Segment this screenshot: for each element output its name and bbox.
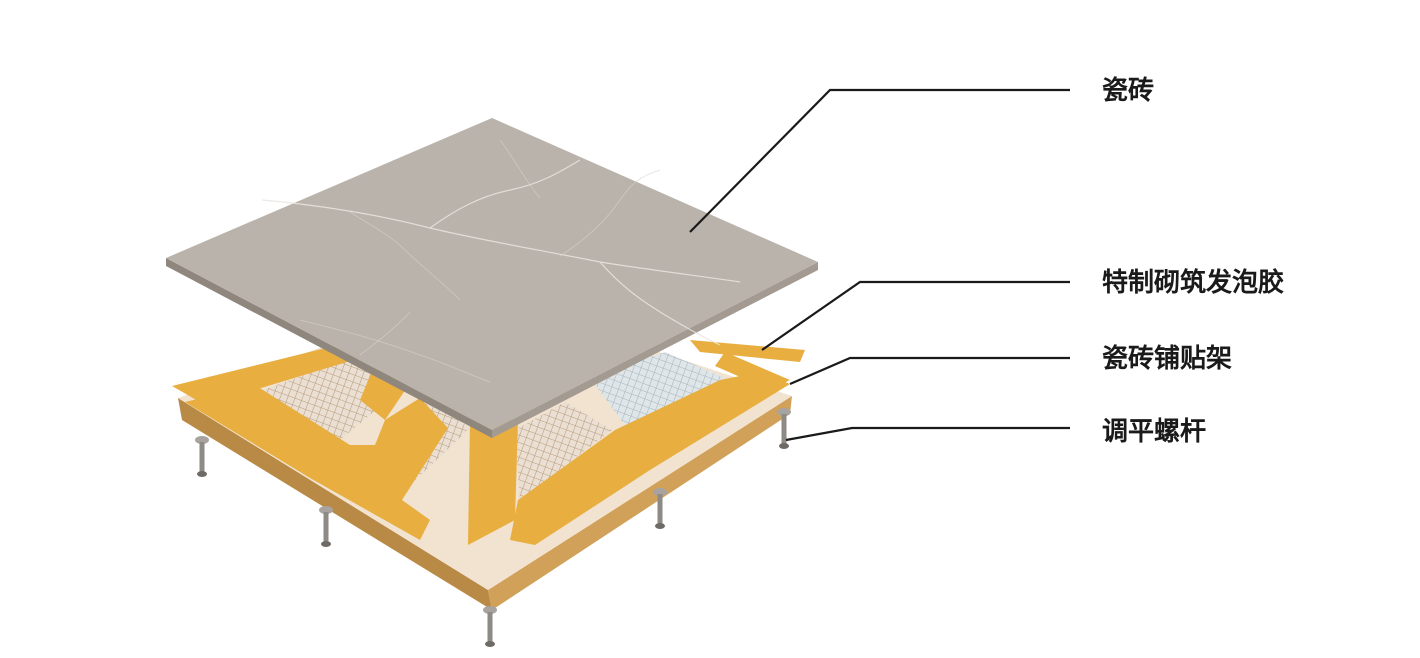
foam-strip-top-right <box>690 340 805 362</box>
tile-vein <box>559 169 661 257</box>
tile-edge-left <box>166 258 492 438</box>
foam-adhesive <box>172 340 805 545</box>
leader-line-bolt <box>785 426 1070 442</box>
tile-vein <box>359 311 411 356</box>
leveling-bolt <box>653 488 667 529</box>
leveling-bolt <box>777 408 791 449</box>
foam-strip-left <box>172 340 380 405</box>
tile-edge-right <box>492 262 818 438</box>
frame-edge-left <box>178 398 492 610</box>
label-frame: 瓷砖铺贴架 <box>1102 344 1232 374</box>
tile-vein <box>599 261 721 346</box>
foam-strip-right <box>715 352 790 390</box>
grid-panel-right <box>590 352 725 432</box>
foam-strip-front-left <box>185 385 448 540</box>
leader-line-tile <box>689 88 1070 233</box>
leveling-bolts <box>195 408 791 647</box>
tile-vein <box>429 159 581 229</box>
label-foam: 特制砌筑发泡胶 <box>1102 267 1284 298</box>
tile-vein <box>261 199 741 283</box>
leader-lines <box>689 88 1070 442</box>
label-bolt: 调平螺杆 <box>1102 417 1206 447</box>
foam-strip-front-right <box>510 372 790 545</box>
leveling-bolt <box>195 436 209 477</box>
leveling-bolt <box>319 506 333 547</box>
leader-line-foam <box>761 280 1070 351</box>
ceramic-tile <box>166 118 818 438</box>
grid-panel-bottom-right <box>515 402 612 500</box>
tile-top-face <box>166 118 818 430</box>
frame-edge-right <box>488 396 792 610</box>
leader-line-frame <box>789 356 1070 386</box>
tile-vein <box>299 319 491 383</box>
tile-vein <box>499 139 541 199</box>
labels: 瓷砖 特制砌筑发泡胶 瓷砖铺贴架 调平螺杆 <box>1102 76 1284 447</box>
foam-strip-center <box>468 420 518 545</box>
leveling-bolt <box>483 606 497 647</box>
tile-vein <box>349 211 461 301</box>
label-tile: 瓷砖 <box>1102 76 1154 106</box>
